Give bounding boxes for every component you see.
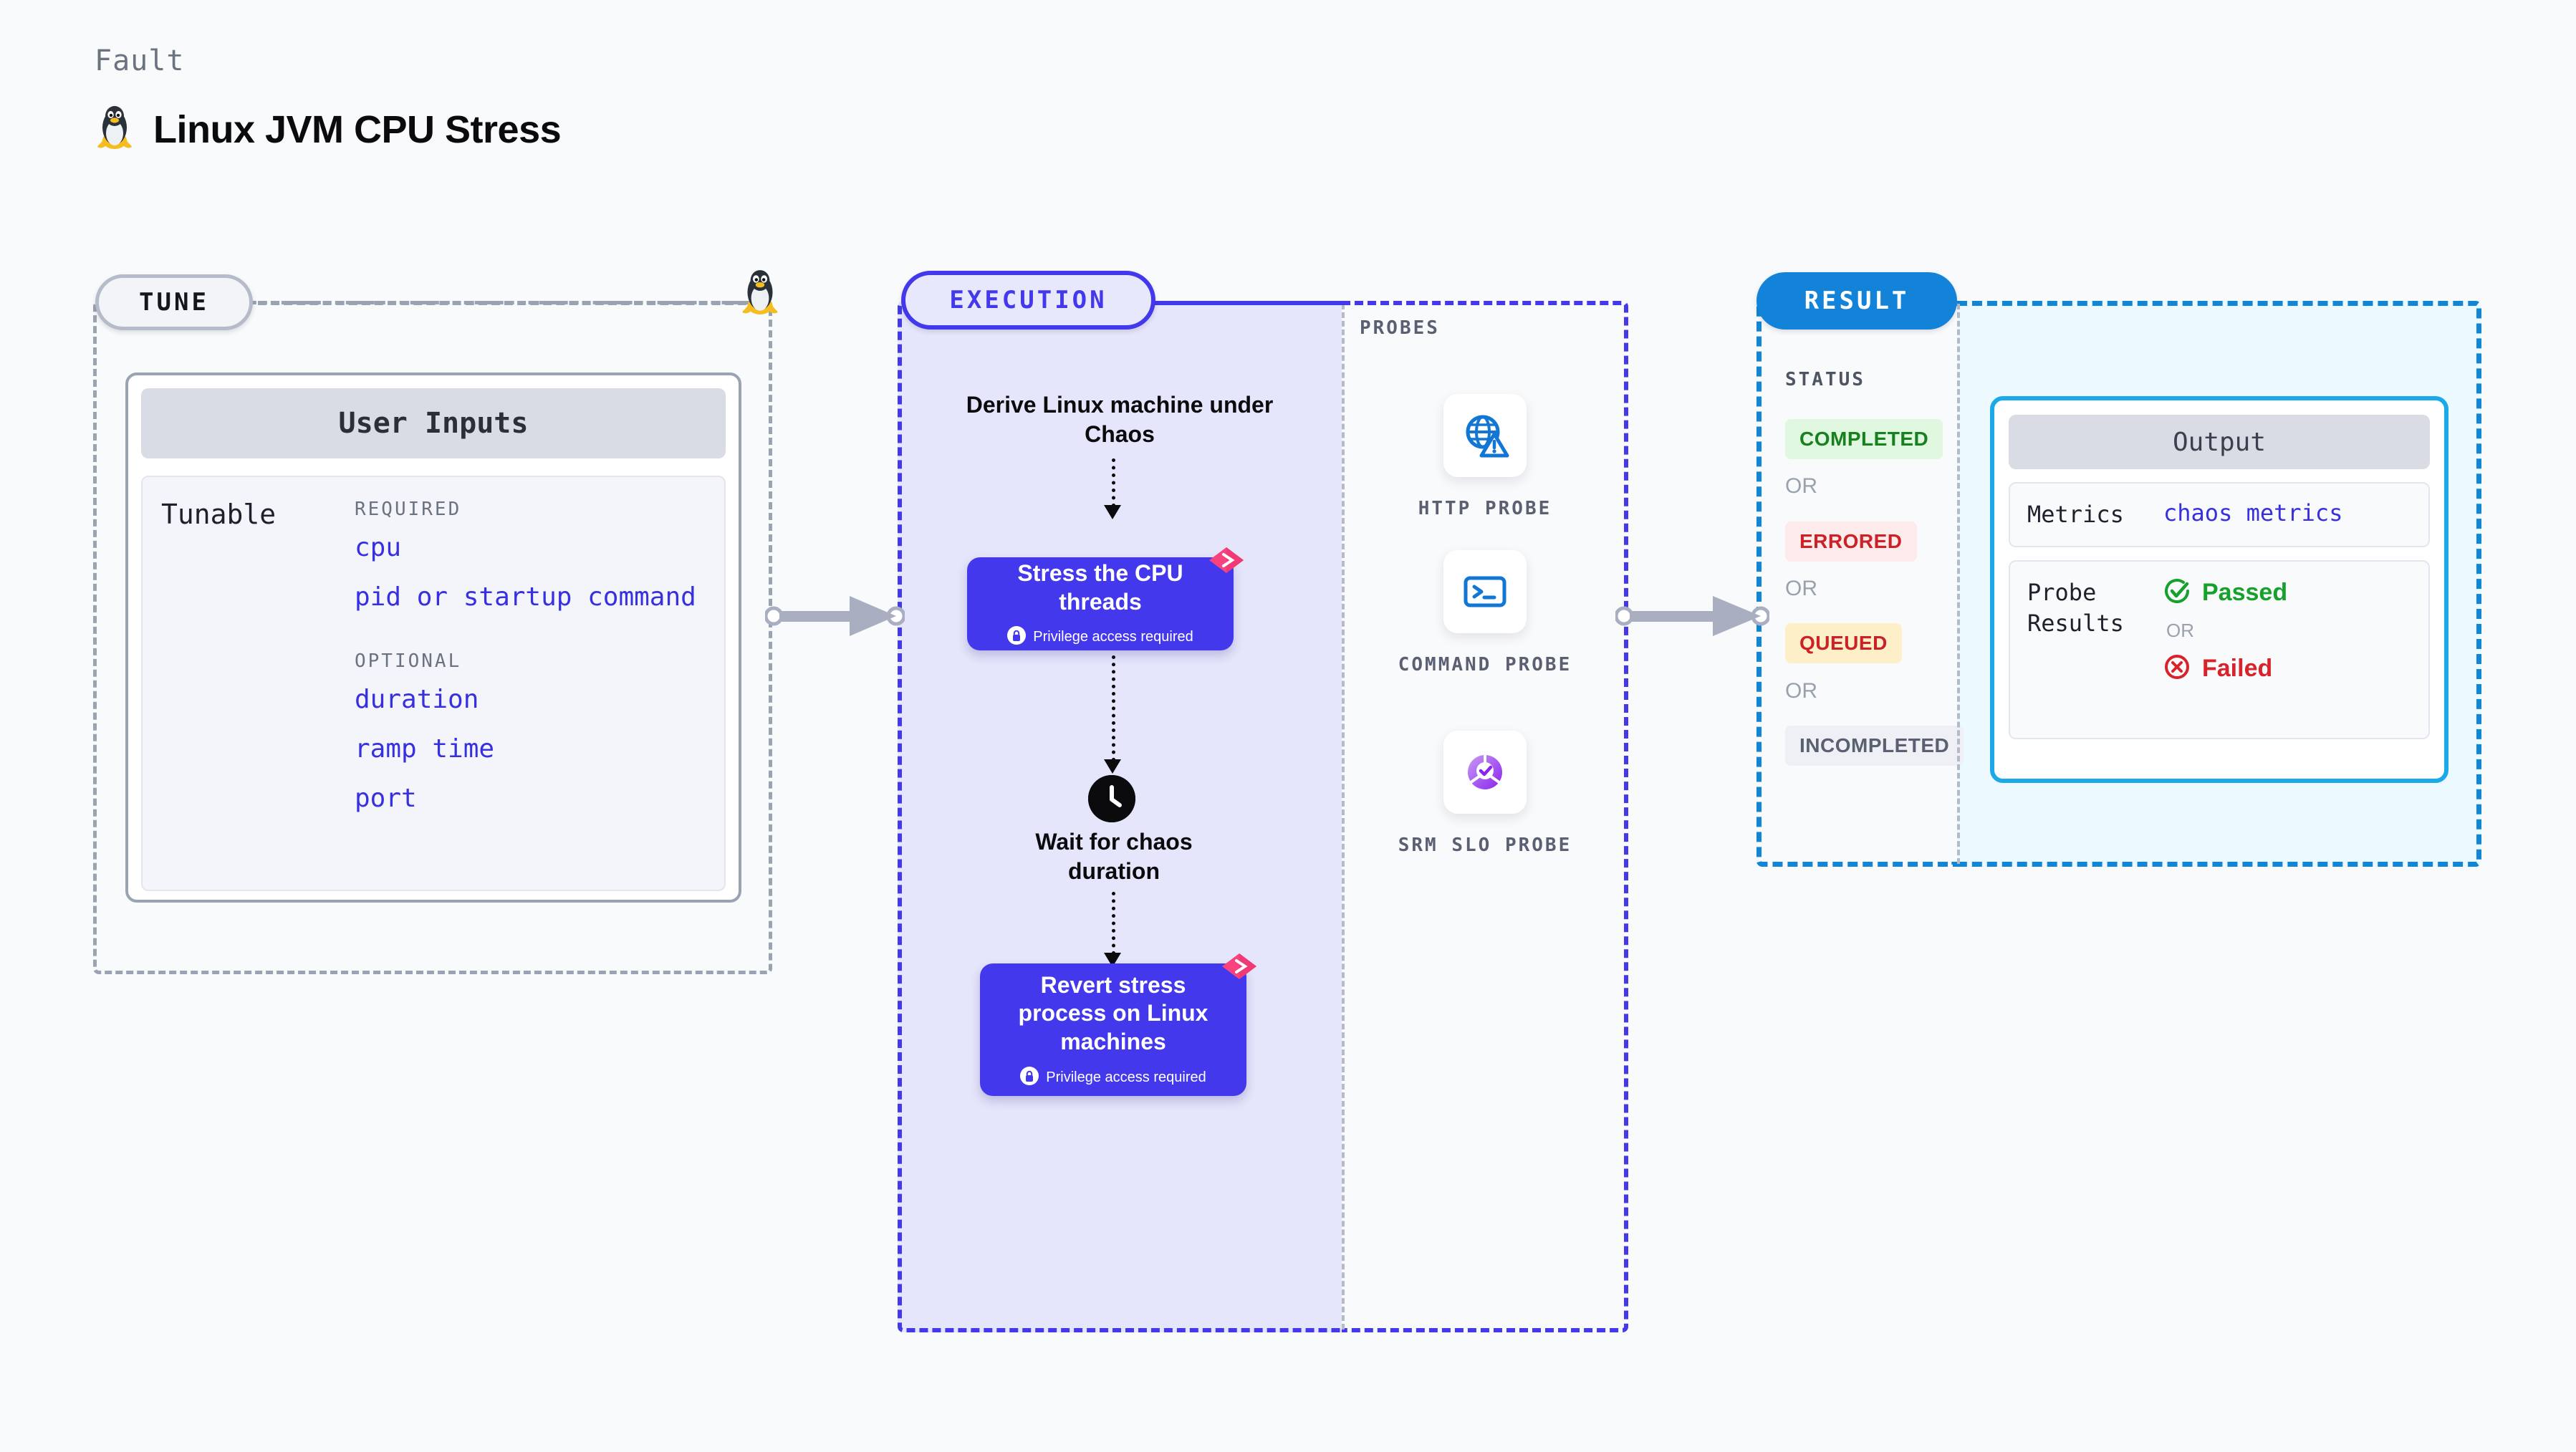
action-title: Revert stress process on Linux machines (1018, 971, 1208, 1054)
required-group-label: REQUIRED (355, 499, 462, 520)
execution-step-stress-cpu[interactable]: Stress the CPU threads Privilege access … (967, 547, 1244, 650)
probe-result-failed: Failed (2163, 653, 2287, 684)
execution-connector-dash (1153, 301, 1345, 305)
terminal-icon (1443, 550, 1527, 633)
passed-label: Passed (2202, 579, 2288, 607)
status-badge-errored: ERRORED (1785, 521, 1917, 562)
privilege-row: Privilege access required (1020, 1066, 1206, 1089)
flow-connector-3 (1112, 892, 1115, 955)
result-stage-pill[interactable]: RESULT (1756, 272, 1957, 330)
probe-results-key: Probe Results (2027, 579, 2124, 638)
tunable-item-port[interactable]: port (355, 784, 417, 813)
page-title-row: Linux JVM CPU Stress (95, 105, 562, 154)
flow-arrowhead-1 (1104, 505, 1121, 519)
probe-srm-slo[interactable]: SRM SLO PROBE (1370, 731, 1600, 860)
result-divider (1957, 304, 1960, 864)
chaos-flag-icon (1206, 544, 1246, 585)
probe-result-passed: Passed (2163, 577, 2287, 608)
probe-result-or: OR (2166, 620, 2194, 642)
flow-arrowhead-2 (1104, 759, 1121, 774)
status-or-3: OR (1785, 679, 1817, 703)
flow-connector-1 (1112, 458, 1115, 507)
user-inputs-card: User Inputs Tunable REQUIRED cpu pid or … (125, 372, 741, 903)
status-badge-completed: COMPLETED (1785, 419, 1943, 459)
probe-results-values: Passed OR Failed (2163, 577, 2287, 722)
status-label: STATUS (1785, 369, 1865, 390)
privilege-note: Privilege access required (1046, 1069, 1206, 1085)
tunable-list: REQUIRED cpu pid or startup command OPTI… (355, 499, 696, 868)
tunable-label: Tunable (161, 499, 277, 530)
probe-results-row: Probe Results Passed OR (2009, 560, 2430, 740)
output-card: Output Metrics chaos metrics Probe Resul… (1990, 396, 2448, 783)
fault-eyebrow: Fault (95, 44, 185, 77)
lock-icon (1007, 626, 1027, 648)
probe-http[interactable]: HTTP PROBE (1370, 394, 1600, 523)
tunable-item-cpu[interactable]: cpu (355, 533, 402, 562)
metrics-row: Metrics chaos metrics (2009, 482, 2430, 548)
output-title: Output (2009, 415, 2430, 469)
chaos-flag-icon (1219, 951, 1259, 991)
page-title: Linux JVM CPU Stress (153, 107, 562, 151)
linux-penguin-icon (95, 105, 135, 154)
connector-execution-to-result (1614, 587, 1771, 648)
flow-connector-2 (1112, 655, 1115, 761)
probe-label: HTTP PROBE (1418, 498, 1552, 519)
linux-penguin-icon (739, 269, 781, 319)
probe-command[interactable]: COMMAND PROBE (1370, 550, 1600, 679)
probes-section-label: PROBES (1360, 317, 1440, 339)
globe-warning-icon (1443, 394, 1527, 477)
check-circle-icon (2163, 577, 2191, 608)
execution-stage-pill[interactable]: EXECUTION (901, 271, 1155, 330)
status-or-2: OR (1785, 577, 1817, 600)
tunable-item-ramp-time[interactable]: ramp time (355, 734, 495, 764)
clock-icon (1088, 775, 1135, 822)
probes-divider (1342, 304, 1345, 1330)
privilege-note: Privilege access required (1033, 629, 1193, 645)
status-or-1: OR (1785, 474, 1817, 498)
tune-connector-dash (258, 301, 759, 305)
optional-group-label: OPTIONAL (355, 650, 462, 672)
probe-label: COMMAND PROBE (1398, 654, 1572, 675)
tune-stage-pill[interactable]: TUNE (95, 274, 253, 330)
metrics-key: Metrics (2027, 501, 2124, 528)
privilege-row: Privilege access required (1007, 626, 1193, 648)
user-inputs-title: User Inputs (141, 388, 726, 458)
execution-step-wait: Wait for chaos duration (1035, 829, 1193, 884)
connector-tune-to-execution (764, 587, 906, 648)
result-status-panel (1756, 301, 1957, 867)
tunable-item-duration[interactable]: duration (355, 685, 479, 714)
status-badge-queued: QUEUED (1785, 623, 1902, 663)
execution-step-revert[interactable]: Revert stress process on Linux machines … (980, 953, 1256, 1096)
metrics-value[interactable]: chaos metrics (2163, 499, 2343, 527)
failed-label: Failed (2202, 655, 2273, 683)
tunable-item-pid-or-startup-command[interactable]: pid or startup command (355, 582, 696, 612)
tunable-section: Tunable REQUIRED cpu pid or startup comm… (141, 476, 726, 891)
page-header: Fault Linux JVM CPU Stress (95, 44, 562, 154)
x-circle-icon (2163, 653, 2191, 684)
lock-icon (1020, 1066, 1039, 1089)
slo-donut-check-icon (1443, 731, 1527, 814)
execution-step-derive: Derive Linux machine under Chaos (966, 392, 1274, 447)
status-badge-incompleted: INCOMPLETED (1785, 726, 1964, 766)
action-title: Stress the CPU threads (1017, 559, 1183, 615)
probe-label: SRM SLO PROBE (1398, 835, 1572, 856)
